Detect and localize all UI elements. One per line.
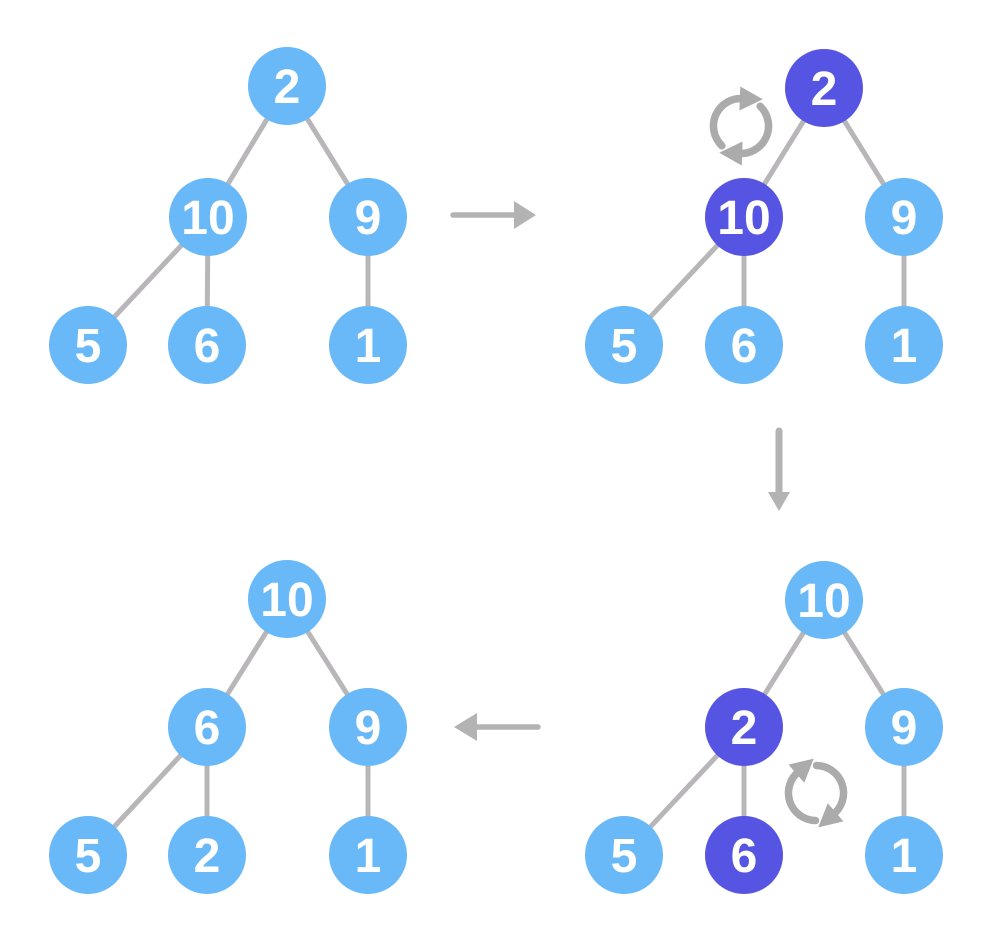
- node-value: 9: [891, 192, 918, 245]
- node-value: 1: [355, 830, 382, 883]
- node-circle: [585, 816, 663, 894]
- node-value: 6: [731, 830, 758, 883]
- arrow-head: [768, 492, 790, 511]
- step3-node-root: 10: [785, 561, 863, 639]
- tree-step-3: 10 2 9 5 6 1: [585, 561, 943, 894]
- node-circle: [705, 306, 783, 384]
- swap-arrow-half: [812, 761, 848, 828]
- swap-arc: [784, 767, 820, 825]
- node-value: 6: [731, 320, 758, 373]
- tree-step-1: 2 10 9 5 6 1: [49, 47, 407, 384]
- node-circle: [865, 178, 943, 256]
- swap-arrowhead: [818, 803, 844, 828]
- step1-node-root: 2: [248, 47, 326, 125]
- node-circle: [865, 816, 943, 894]
- node-value: 10: [181, 192, 234, 245]
- node-circle: [785, 561, 863, 639]
- node-circle: [785, 49, 863, 127]
- arrow-head: [514, 201, 536, 229]
- node-circle: [49, 306, 127, 384]
- step3-node-left-right: 6: [705, 816, 783, 894]
- tree-step-4: 10 6 9 5 2 1: [49, 560, 407, 894]
- node-circle: [248, 560, 326, 638]
- node-circle: [705, 178, 783, 256]
- node-circle: [865, 688, 943, 766]
- node-circle: [329, 816, 407, 894]
- node-value: 2: [194, 830, 221, 883]
- node-circle: [49, 816, 127, 894]
- step3-node-right-child: 1: [865, 816, 943, 894]
- step4-node-left-right: 2: [168, 816, 246, 894]
- step1-node-right-child: 1: [329, 306, 407, 384]
- tree-step-2: 2 10 9 5 6 1: [585, 49, 943, 384]
- flow-arrow-right: [450, 201, 536, 229]
- swap-arc: [734, 102, 773, 158]
- step4-node-right: 9: [329, 688, 407, 766]
- node-value: 9: [355, 702, 382, 755]
- step1-node-left-left: 5: [49, 306, 127, 384]
- node-circle: [168, 816, 246, 894]
- node-circle: [169, 178, 247, 256]
- swap-arrowhead: [788, 758, 814, 783]
- step4-node-left: 6: [168, 688, 246, 766]
- step2-node-left: 10: [705, 178, 783, 256]
- swap-arrow-half: [719, 102, 773, 166]
- step2-node-left-left: 5: [585, 306, 663, 384]
- node-circle: [585, 306, 663, 384]
- step3-node-left: 2: [705, 688, 783, 766]
- node-circle: [168, 306, 246, 384]
- node-value: 2: [811, 63, 838, 116]
- arrow-head: [454, 713, 477, 741]
- step2-node-root: 2: [785, 49, 863, 127]
- swap-arrow-half: [784, 758, 820, 825]
- step2-node-left-right: 6: [705, 306, 783, 384]
- node-value: 5: [75, 830, 102, 883]
- node-circle: [329, 688, 407, 766]
- swap-cycle-icon: [784, 758, 848, 828]
- step1-node-left-right: 6: [168, 306, 246, 384]
- node-circle: [705, 688, 783, 766]
- node-value: 5: [611, 830, 638, 883]
- node-circle: [865, 306, 943, 384]
- node-value: 9: [891, 702, 918, 755]
- node-circle: [329, 178, 407, 256]
- flow-arrow-down: [768, 427, 790, 511]
- node-value: 6: [194, 702, 221, 755]
- node-value: 2: [731, 702, 758, 755]
- node-value: 2: [274, 61, 301, 114]
- node-value: 1: [891, 830, 918, 883]
- node-value: 6: [194, 320, 221, 373]
- step4-node-right-child: 1: [329, 816, 407, 894]
- step4-node-left-left: 5: [49, 816, 127, 894]
- swap-arrow-half: [709, 86, 763, 150]
- node-value: 5: [75, 320, 102, 373]
- node-value: 1: [891, 320, 918, 373]
- node-value: 10: [797, 575, 850, 628]
- node-value: 5: [611, 320, 638, 373]
- step1-node-right: 9: [329, 178, 407, 256]
- step3-node-left-left: 5: [585, 816, 663, 894]
- step2-node-right: 9: [865, 178, 943, 256]
- node-circle: [705, 816, 783, 894]
- swap-cycle-icon: [709, 86, 773, 166]
- node-circle: [248, 47, 326, 125]
- step1-node-left: 10: [169, 178, 247, 256]
- swap-arc: [709, 94, 748, 150]
- step4-node-root: 10: [248, 560, 326, 638]
- swap-arrowhead: [719, 141, 743, 166]
- node-value: 10: [260, 574, 313, 627]
- flow-arrow-left: [454, 713, 541, 741]
- swap-arc: [812, 761, 848, 819]
- node-circle: [168, 688, 246, 766]
- node-value: 10: [717, 192, 770, 245]
- step2-node-right-child: 1: [865, 306, 943, 384]
- node-circle: [329, 306, 407, 384]
- node-value: 9: [355, 192, 382, 245]
- node-value: 1: [355, 320, 382, 373]
- step3-node-right: 9: [865, 688, 943, 766]
- swap-arrowhead: [739, 86, 763, 111]
